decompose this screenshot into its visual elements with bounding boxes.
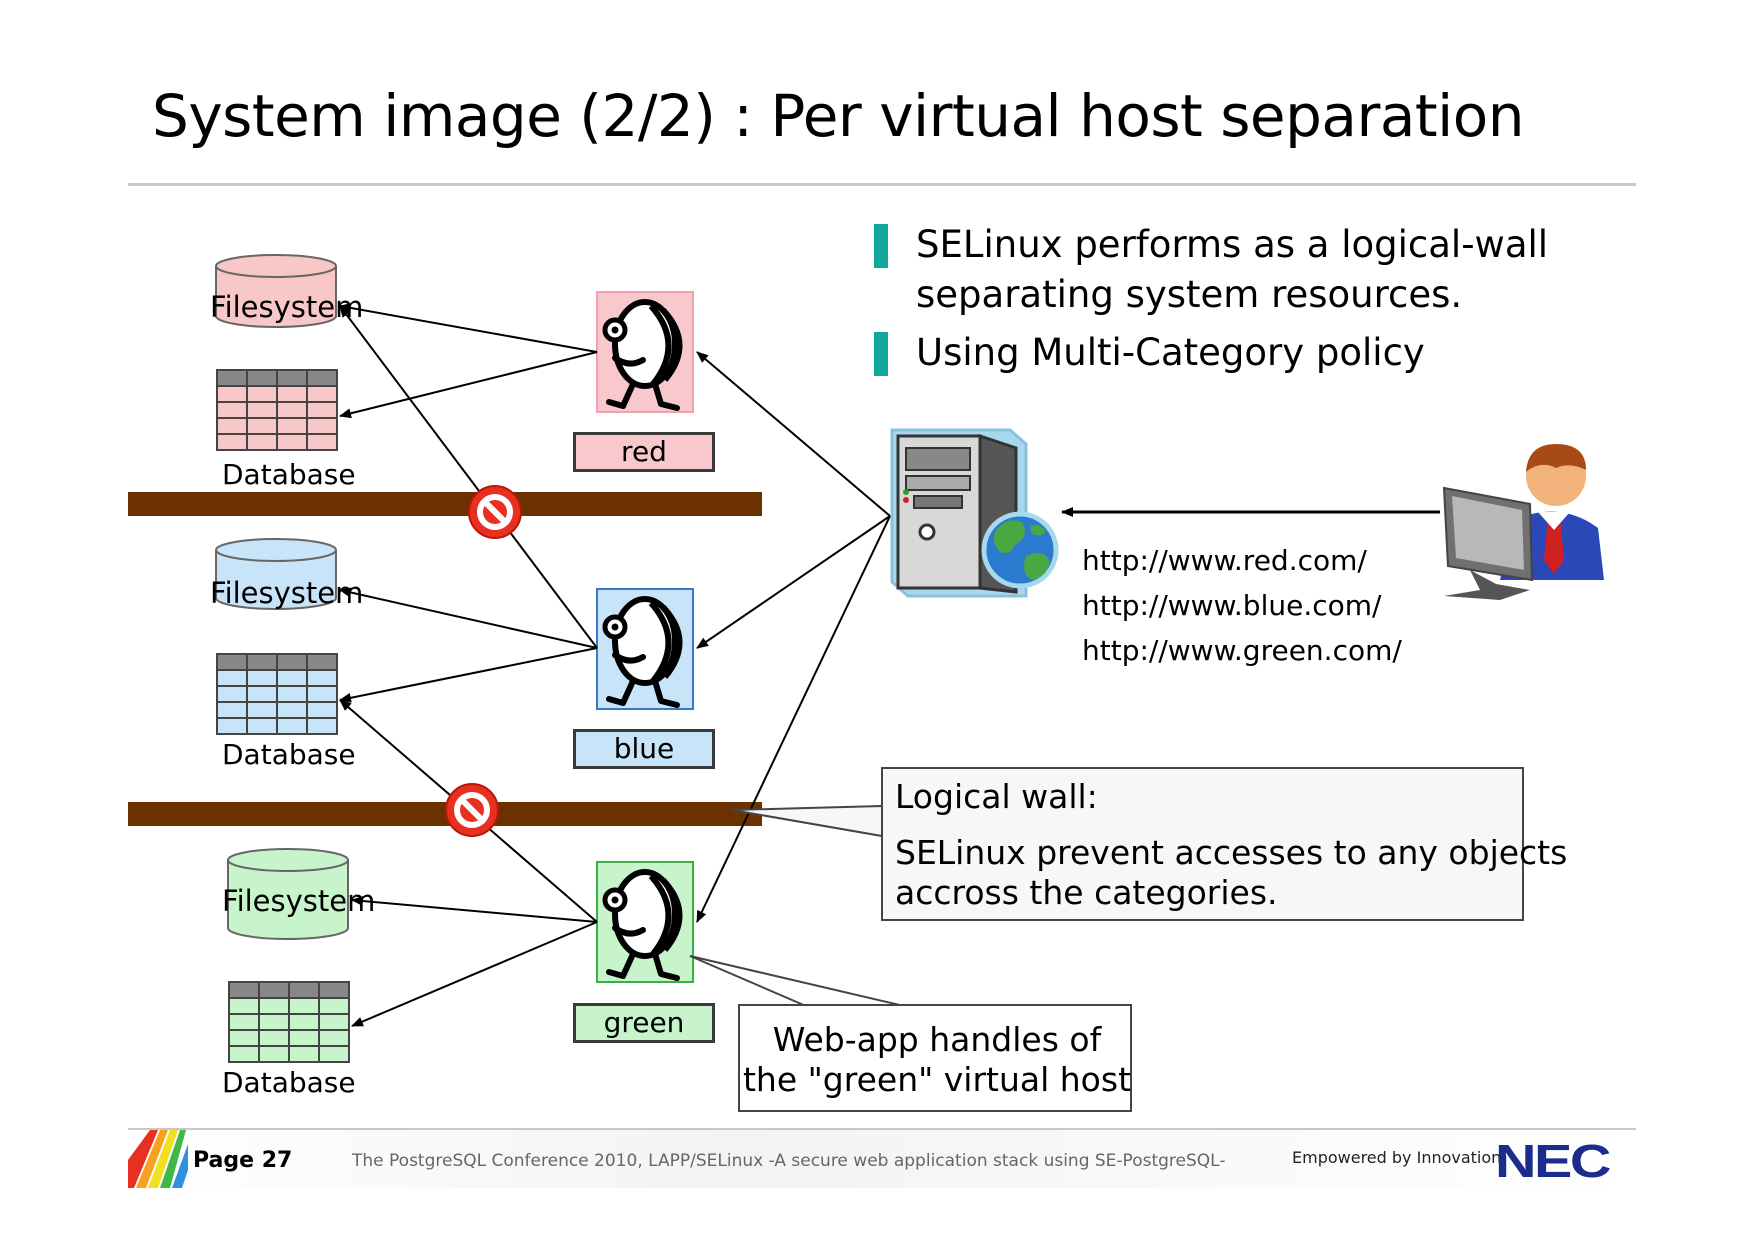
host-tag-green: green: [573, 1003, 715, 1043]
host-tag-blue: blue: [573, 729, 715, 769]
filesystem-red-cylinder-icon: [215, 254, 337, 328]
database-green-table-icon: [228, 981, 350, 1063]
logical-wall-callout-line-1: SELinux prevent accesses to any objects: [895, 833, 1568, 872]
url-green: http://www.green.com/: [1082, 634, 1402, 667]
url-blue: http://www.blue.com/: [1082, 589, 1382, 622]
user-at-computer-icon: [1442, 444, 1604, 600]
filesystem-green-cylinder-icon: [227, 848, 349, 940]
bullet-1-line-1: SELinux performs as a logical-wall: [916, 223, 1549, 266]
page-number: Page 27: [193, 1148, 293, 1173]
filesystem-blue-label: Filesystem: [210, 576, 364, 610]
url-red: http://www.red.com/: [1082, 544, 1367, 577]
footer-conference-text: The PostgreSQL Conference 2010, LAPP/SEL…: [352, 1151, 1226, 1171]
forbidden-icon: [469, 486, 521, 538]
database-blue-label: Database: [222, 738, 356, 771]
page-title: System image (2/2) : Per virtual host se…: [152, 82, 1524, 150]
webapp-callout: Web-app handles of the "green" virtual h…: [738, 1004, 1132, 1112]
nec-logo: NEC: [1495, 1135, 1611, 1187]
filesystem-red-label: Filesystem: [210, 290, 364, 324]
logical-wall-callout: Logical wall: SELinux prevent accesses t…: [881, 767, 1567, 921]
forbidden-icon: [446, 784, 498, 836]
database-blue-table-icon: [216, 653, 338, 735]
rainbow-stripes-icon: [128, 1130, 188, 1188]
database-red-table-icon: [216, 369, 338, 451]
logical-wall-callout-line-2: accross the categories.: [895, 873, 1278, 912]
footer-tagline: Empowered by Innovation: [1292, 1148, 1502, 1167]
bullet-marker: [874, 224, 888, 268]
webapp-callout-line-1: Web-app handles of: [772, 1020, 1102, 1059]
logical-wall-lower: [128, 802, 762, 826]
bullet-2-line-1: Using Multi-Category policy: [916, 331, 1425, 374]
bullet-1-line-2: separating system resources.: [916, 273, 1463, 316]
footer-bar: [128, 1130, 1636, 1188]
host-tag-red: red: [573, 432, 715, 472]
database-red-label: Database: [222, 458, 356, 491]
filesystem-blue-cylinder-icon: [215, 538, 337, 610]
filesystem-green-label: Filesystem: [222, 884, 376, 918]
logical-wall-upper: [128, 492, 762, 516]
bullet-marker: [874, 332, 888, 376]
globe-icon: [981, 511, 1059, 589]
title-divider: [128, 183, 1636, 186]
logical-wall-callout-title: Logical wall:: [895, 777, 1098, 816]
webapp-callout-line-2: the "green" virtual host: [742, 1060, 1132, 1099]
database-green-label: Database: [222, 1066, 356, 1099]
footer-divider: [128, 1128, 1636, 1130]
